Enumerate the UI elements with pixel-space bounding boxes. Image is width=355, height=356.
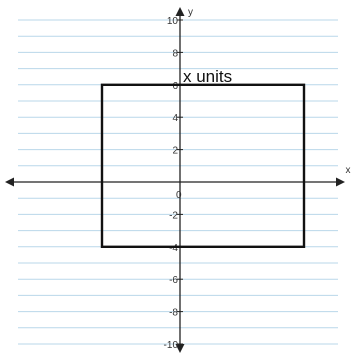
y-tick-label: 10 xyxy=(167,16,179,27)
y-tick-label: -2 xyxy=(169,210,178,221)
x-axis-right-arrow xyxy=(336,177,345,187)
y-tick-label: -8 xyxy=(169,308,178,319)
y-tick-label: -6 xyxy=(169,275,178,286)
y-tick-label: 2 xyxy=(172,146,178,157)
y-tick-labels: 10 8 6 4 2 -2 -4 -6 -8 -10 xyxy=(164,16,179,351)
y-tick-label: 8 xyxy=(172,48,178,59)
origin-label: 0 xyxy=(176,190,182,201)
x-units-annotation: x units xyxy=(183,67,232,86)
y-axis-bottom-arrow xyxy=(175,344,185,353)
y-tick-label: 6 xyxy=(172,81,178,92)
x-axis-left-arrow xyxy=(5,177,14,187)
rectangle-shape xyxy=(100,83,306,249)
x-axis-label: x xyxy=(346,165,351,176)
y-axis-top-arrow xyxy=(175,7,185,16)
y-tick-label: 4 xyxy=(172,113,178,124)
y-tick-label: -10 xyxy=(164,340,179,351)
y-axis-label: y xyxy=(188,7,193,18)
y-tick-label: -4 xyxy=(169,243,178,254)
